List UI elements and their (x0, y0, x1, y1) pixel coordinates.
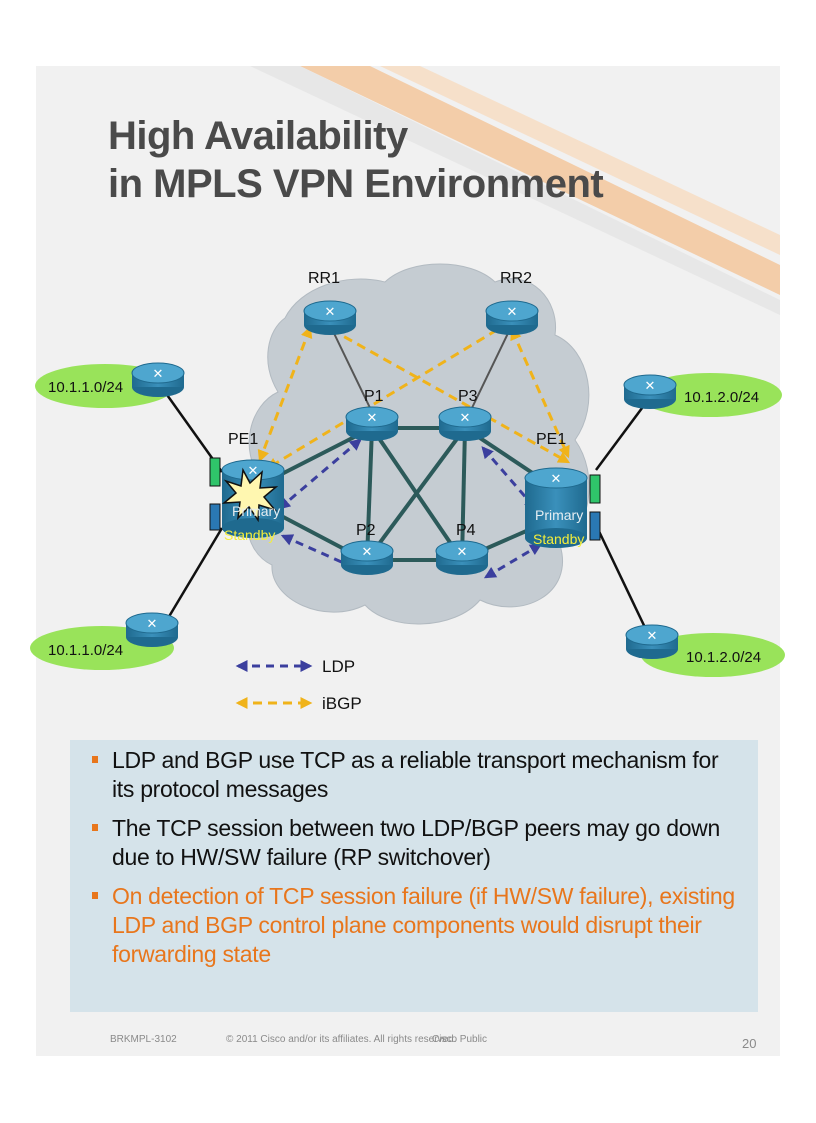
bullet-list: LDP and BGP use TCP as a reliable transp… (92, 746, 740, 969)
svg-text:✕: ✕ (507, 304, 518, 319)
svg-text:✕: ✕ (147, 616, 158, 631)
title-line-1: High Availability (108, 114, 408, 158)
bullet-box: LDP and BGP use TCP as a reliable transp… (70, 740, 758, 1012)
svg-text:✕: ✕ (362, 544, 373, 559)
decorative-swoosh (250, 66, 780, 315)
svg-text:✕: ✕ (248, 463, 259, 478)
ce-left-top-label: 10.1.1.0/24 (48, 379, 123, 396)
pe-left-standby-label: Standby (224, 527, 275, 543)
pe-right-primary-label: Primary (535, 507, 583, 523)
p3-label: P3 (458, 388, 478, 405)
ce-right-top-label: 10.1.2.0/24 (684, 389, 759, 406)
legend: LDP iBGP (235, 657, 362, 713)
page-number: 20 (742, 1036, 757, 1051)
svg-text:✕: ✕ (551, 471, 562, 486)
ce-left-bottom-label: 10.1.1.0/24 (48, 642, 123, 659)
rp-primary-right (589, 474, 601, 504)
bullet-item: LDP and BGP use TCP as a reliable transp… (92, 746, 740, 804)
bullet-item: The TCP session between two LDP/BGP peer… (92, 814, 740, 872)
rp-standby-left (209, 503, 221, 531)
p1-router-icon: ✕ (345, 406, 399, 441)
pe-left-label: PE1 (228, 431, 258, 448)
pe-right-label: PE1 (536, 431, 566, 448)
footer-classification: Cisco Public (432, 1034, 488, 1045)
p4-label: P4 (456, 522, 476, 539)
pe-router-right: ✕ (524, 467, 588, 548)
footer-copyright: © 2011 Cisco and/or its affiliates. All … (226, 1034, 457, 1045)
slide-title: High Availability in MPLS VPN Environmen… (108, 112, 604, 208)
ibgp-sessions (257, 320, 571, 470)
rp-primary-left (209, 457, 221, 487)
p4-router-icon: ✕ (435, 540, 489, 575)
pe-right-standby-label: Standby (533, 531, 584, 547)
rr2-router-icon: ✕ (485, 300, 539, 335)
rr2-label: RR2 (500, 270, 532, 287)
svg-text:✕: ✕ (457, 544, 468, 559)
svg-text:✕: ✕ (460, 410, 471, 425)
p2-router-icon: ✕ (340, 540, 394, 575)
title-line-2: in MPLS VPN Environment (108, 162, 604, 206)
rr1-label: RR1 (308, 270, 340, 287)
ce-right-bottom-label: 10.1.2.0/24 (686, 649, 761, 666)
ce-right-bottom-router-icon: ✕ (625, 624, 679, 659)
failure-burst-icon (221, 467, 279, 523)
legend-ibgp-label: iBGP (322, 694, 362, 713)
ldp-sessions (278, 438, 543, 579)
p2-label: P2 (356, 522, 376, 539)
ce-left-bottom-router-icon: ✕ (125, 612, 179, 647)
bullet-item-highlight: On detection of TCP session failure (if … (92, 882, 740, 969)
ce-left-top-router-icon: ✕ (131, 362, 185, 397)
legend-ldp-label: LDP (322, 657, 355, 676)
svg-text:✕: ✕ (367, 410, 378, 425)
rr1-router-icon: ✕ (303, 300, 357, 335)
footer-session-code: BRKMPL-3102 (110, 1034, 177, 1045)
svg-text:✕: ✕ (153, 366, 164, 381)
p1-label: P1 (364, 388, 384, 405)
svg-text:✕: ✕ (325, 304, 336, 319)
svg-text:✕: ✕ (647, 628, 658, 643)
pe-left-primary-label: Primary (232, 503, 280, 519)
rp-standby-right (589, 511, 601, 541)
p3-router-icon: ✕ (438, 406, 492, 441)
svg-text:✕: ✕ (645, 378, 656, 393)
ce-right-top-router-icon: ✕ (623, 374, 677, 409)
